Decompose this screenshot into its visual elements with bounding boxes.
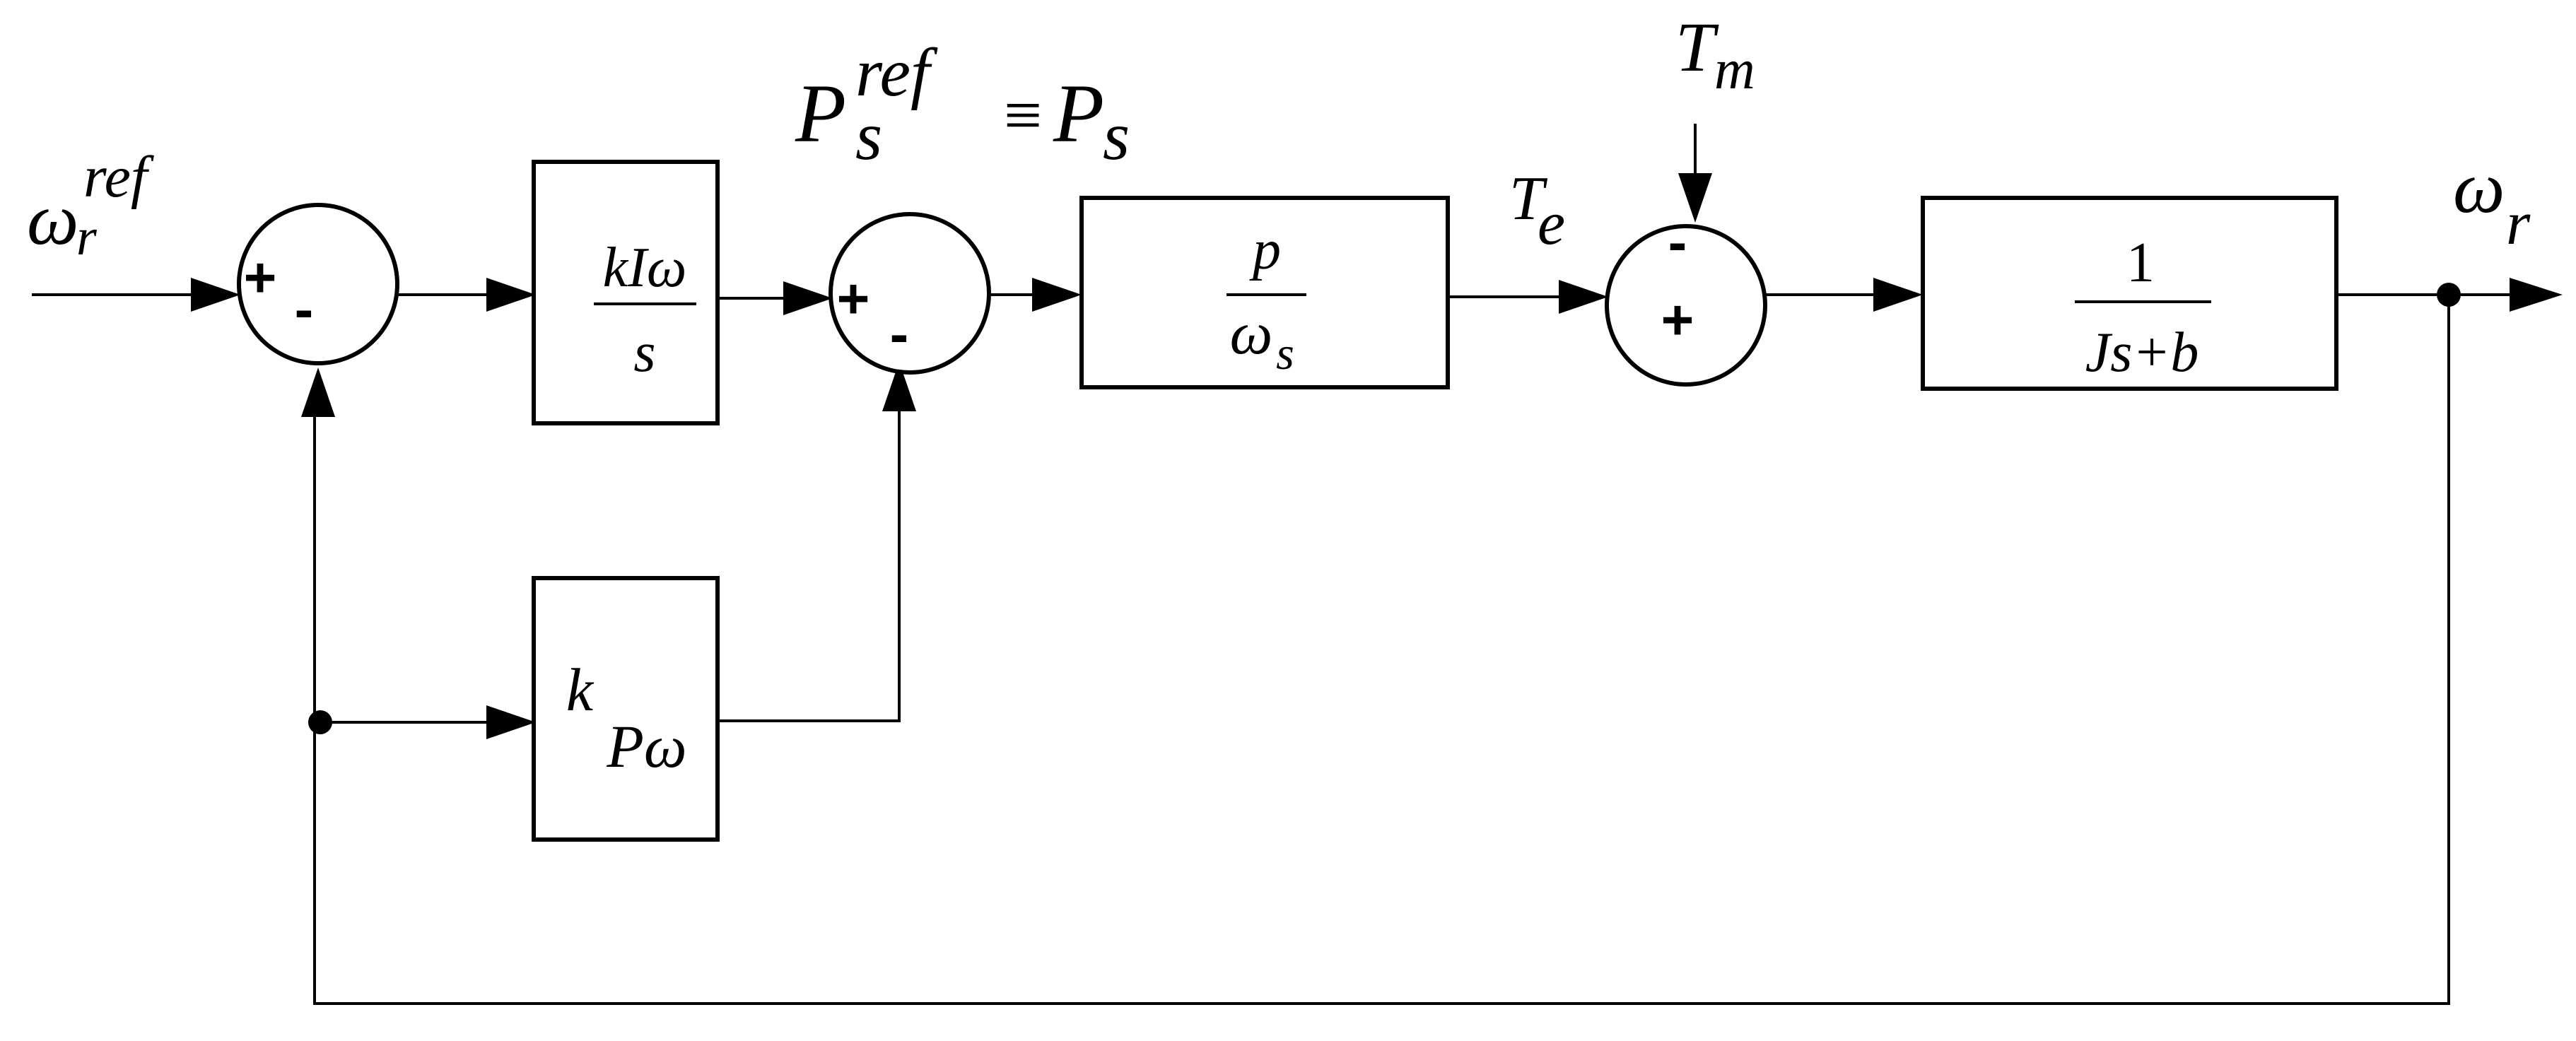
sum1-plus-sign: + <box>244 246 277 309</box>
arrowheads <box>191 173 2563 739</box>
mechanical-torque-label: T m <box>1675 8 1755 101</box>
integral-controller-block: kIω s <box>532 160 720 425</box>
signal-lines <box>32 124 2517 1005</box>
arrow-into-sum1 <box>191 278 240 312</box>
arrow-proportional-into-sum2 <box>882 362 916 411</box>
sum3-plus-sign: + <box>1661 288 1694 351</box>
sum1-minus-sign: - <box>295 278 314 341</box>
svg-text:P: P <box>1053 67 1104 160</box>
arrow-into-sum2 <box>783 281 833 315</box>
arrow-into-plant <box>1873 278 1923 312</box>
svg-text:s: s <box>855 98 882 175</box>
arrow-output <box>2510 278 2563 312</box>
proportional-to-sum2-line <box>718 403 901 722</box>
sum3-minus-sign: - <box>1668 211 1687 274</box>
svg-text:T: T <box>1675 8 1719 86</box>
arrow-feedback-into-sum1 <box>301 367 335 417</box>
svg-text:ref: ref <box>855 35 938 111</box>
arrow-into-proportional <box>486 705 536 739</box>
arrow-into-gain <box>1032 278 1082 312</box>
gain-block: p ω s <box>1079 196 1450 389</box>
summing-junction-1: + - <box>237 203 399 365</box>
svg-text:r: r <box>76 208 98 266</box>
gain-denominator-symbol: ω <box>1230 299 1273 367</box>
svg-text:T: T <box>1509 165 1548 233</box>
plant-block: 1 Js+b <box>1921 196 2338 391</box>
output-junction-dot <box>2437 283 2461 307</box>
speed-reference-label: ω ref r <box>27 144 155 266</box>
feedback-junction-dot <box>308 710 332 734</box>
svg-text:r: r <box>2506 189 2531 258</box>
gain-denominator-subscript: s <box>1276 328 1294 380</box>
plant-denominator: Js+b <box>2085 322 2199 384</box>
svg-text:≡: ≡ <box>1004 77 1042 153</box>
power-reference-label: P ref s ≡ P s <box>795 35 1130 175</box>
arrow-into-integral <box>486 278 536 312</box>
plant-numerator: 1 <box>2126 232 2155 294</box>
svg-text:s: s <box>1103 98 1130 175</box>
summing-junction-2: + - <box>829 212 991 375</box>
arrow-tm-down <box>1678 173 1712 223</box>
proportional-k: k <box>566 656 595 724</box>
integral-numerator: kIω <box>603 237 687 299</box>
proportional-controller-block: k Pω <box>532 576 720 842</box>
rotor-speed-output-label: ω r <box>2453 147 2531 258</box>
summing-junction-3: - + <box>1605 211 1767 387</box>
svg-text:ω: ω <box>27 179 78 260</box>
arrow-into-sum3 <box>1559 280 1608 314</box>
integral-denominator: s <box>633 322 655 384</box>
svg-text:e: e <box>1538 189 1565 258</box>
sum2-minus-sign: - <box>890 302 909 365</box>
svg-text:m: m <box>1714 39 1755 101</box>
outer-feedback-line <box>313 295 2450 1005</box>
svg-text:ref: ref <box>83 144 155 210</box>
gain-numerator: p <box>1249 219 1281 281</box>
electromagnetic-torque-label: T e <box>1509 165 1565 258</box>
svg-text:P: P <box>795 67 846 160</box>
sum2-plus-sign: + <box>837 267 870 330</box>
svg-text:ω: ω <box>2453 147 2505 228</box>
proportional-subscript: Pω <box>606 712 686 780</box>
